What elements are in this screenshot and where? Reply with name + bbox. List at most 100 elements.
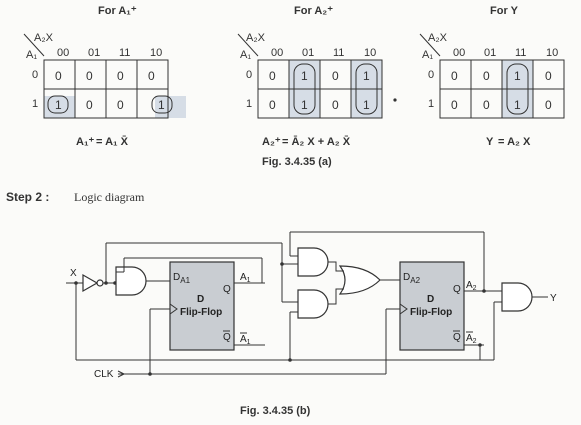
kmap-cell: 0 [545,98,552,112]
kmap-cell: 0 [332,98,339,112]
corner-diagonal [419,33,441,57]
group-loop [355,63,378,115]
row-header: 0 [32,69,38,81]
corner-left-label: A₁ [240,49,251,61]
corner-top-label: A₂X [428,32,448,44]
equation-lhs: A₂⁺ [262,136,281,148]
kmap-cell: 0 [86,98,93,112]
ff1-out-label: A1 [240,272,251,284]
logic-diagram: X DA1 Q Q D Flip-Flop A1 A1 [66,231,557,380]
flip-flop-1 [169,261,235,351]
kmap-cell: 0 [117,98,124,112]
ff1-name: Flip-Flop [180,307,222,318]
ff2-out-label: A2 [466,280,477,292]
ff2-qbar-label: Q [453,332,461,343]
step-text: Logic diagram [74,190,145,204]
kmap-cell: 1 [55,98,62,112]
kmap-cell: 1 [363,69,370,83]
or-gate [338,265,381,295]
ff1-qbar-label: Q [223,332,231,343]
group-loop [151,95,173,114]
row-header: 1 [246,98,252,110]
inverter-gate [82,273,99,293]
row-header: 1 [32,98,38,110]
ff2-clock-marker [399,303,408,315]
junction-dot [288,358,292,362]
ff2-outbar-label: A2 [466,333,477,345]
kmap-2: For A₂⁺ A₂X A₁ 00 01 11 10 0 1 0 1 0 1 0… [237,5,383,148]
ff1-outbar-label: A1 [240,334,251,346]
clk-label: CLK [94,369,114,380]
ff2-name-d: D [427,294,434,305]
inverter-bubble [96,279,104,287]
col-header: 11 [333,47,344,59]
corner-diagonal [23,33,45,57]
wire [328,288,344,305]
row-header: 0 [428,69,434,81]
col-header: 01 [88,47,100,59]
and-gate-2 [297,247,329,277]
group-loop [293,63,316,115]
ff2-name: Flip-Flop [410,307,452,318]
kmap-cell: 0 [451,98,458,112]
kmap-cell: 0 [269,69,276,83]
kmap-cell: 0 [148,69,155,83]
col-header: 00 [271,47,283,59]
ff1-name-d: D [197,294,204,305]
kmap-cell: 1 [158,98,165,112]
wire [328,261,344,272]
col-header: 01 [302,47,314,59]
ff1-clock-marker [169,303,178,315]
kmap-cell: 1 [514,69,521,83]
separator-dot [393,98,397,102]
equation-lhs: Y [486,136,494,148]
corner-left-label: A₁ [26,49,37,61]
ff2-q-label: Q [453,284,461,295]
row-header: 1 [428,98,434,110]
group-loop [506,63,529,115]
and-gate-3 [297,289,329,319]
and-gate-output [501,282,533,312]
corner-diagonal [237,33,259,57]
kmap-cell: 0 [451,69,458,83]
row-header: 0 [246,69,252,81]
col-header: 10 [364,47,376,59]
output-y-label: Y [550,293,557,304]
group-loop [47,95,69,114]
kmap-cell: 0 [483,69,490,83]
step-label: Step 2 : [6,190,49,204]
caption-b: Fig. 3.4.35 (b) [240,405,311,417]
kmap-cell: 1 [363,98,370,112]
col-header: 10 [150,47,162,59]
equation-rhs: = A₂ X [498,136,531,148]
clk-arrow [117,370,125,378]
col-header: 00 [57,47,69,59]
col-header: 11 [119,47,130,59]
equation-lhs: A₁⁺ [76,136,94,148]
equation-rhs: = A₁ X̄ [96,136,129,148]
ff2-d-label: DA2 [403,272,421,285]
kmap-cell: 0 [55,69,62,83]
kmap-cell: 1 [301,69,308,83]
kmap-cell: 1 [514,98,521,112]
kmap-cell: 0 [545,69,552,83]
corner-left-label: A₁ [422,49,433,61]
col-header: 00 [453,47,465,59]
kmap-cell: 0 [332,69,339,83]
col-header: 11 [515,47,526,59]
kmap-1: For A₁⁺ A₂X A₁ 00 01 11 10 0 1 0 0 0 0 1… [23,5,186,148]
input-x-label: X [70,268,77,279]
kmap-title: For Y [490,5,519,17]
flip-flop-2 [399,261,465,351]
kmap-cell: 0 [269,98,276,112]
caption-a: Fig. 3.4.35 (a) [262,156,332,168]
kmap-title: For A₂⁺ [294,5,333,17]
kmap-cell: 0 [483,98,490,112]
kmap-title: For A₁⁺ [98,5,137,17]
equation-rhs: = Ā₂ X + A₂ X̄ [282,136,351,148]
kmap-cell: 0 [117,69,124,83]
ff1-d-label: DA1 [173,272,191,285]
kmap-cell: 0 [86,69,93,83]
